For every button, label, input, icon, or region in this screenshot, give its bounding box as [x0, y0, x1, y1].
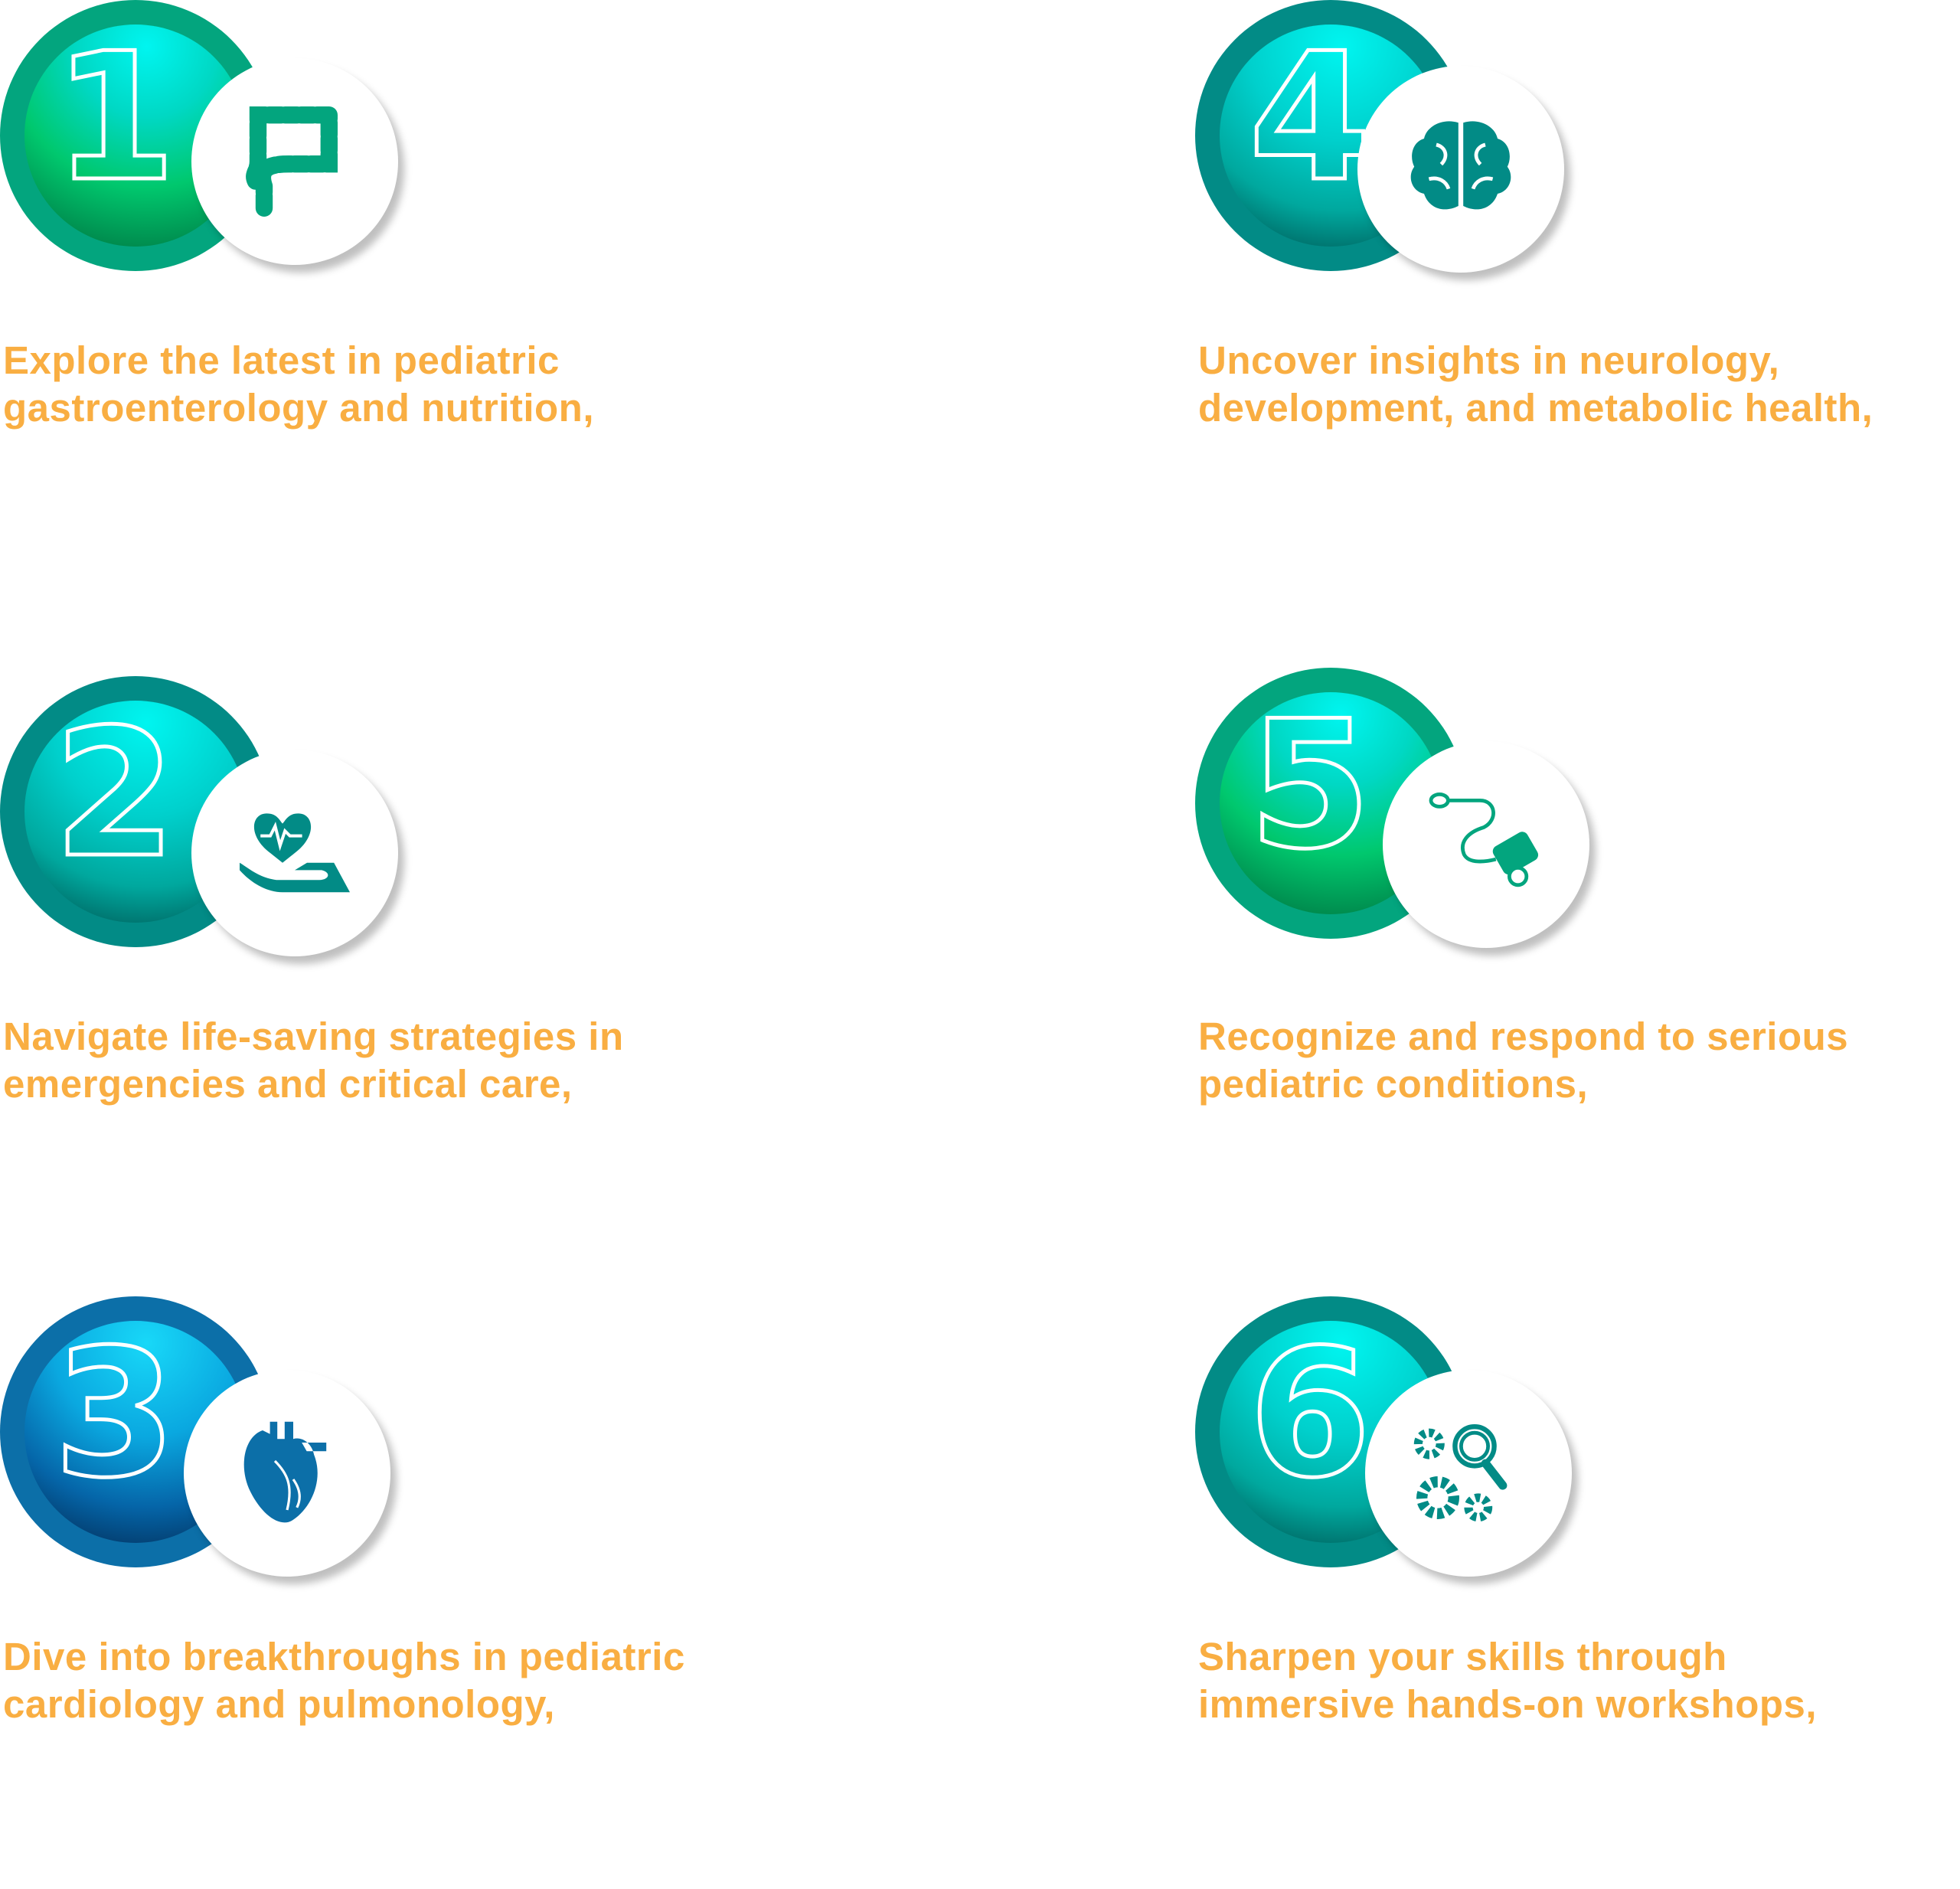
badge-number: 5	[1246, 684, 1373, 888]
icon-disc	[184, 1370, 390, 1577]
topic-card-2: 2 Navigate life-saving strategies in eme…	[0, 676, 766, 1166]
icon-disc	[1357, 66, 1564, 273]
heart-organ-icon	[243, 1421, 327, 1523]
badge-number: 1	[51, 16, 178, 221]
topic-card-5: 5 Recognize and respond to serious pedia…	[1195, 668, 1960, 1158]
topic-card-1: 1 Explore the latest in pediatric gastro…	[0, 0, 766, 490]
icon-disc	[191, 58, 398, 265]
colon-icon	[246, 106, 338, 217]
number-badge: 3	[0, 1296, 271, 1567]
topic-text: Recognize and respond to serious pediatr…	[1198, 1015, 1849, 1106]
topic-text: Uncover insights in neurology, developme…	[1198, 338, 1873, 430]
topic-text: Explore the latest in pediatric gastroen…	[3, 338, 595, 430]
topic-card-6: 6 Sharpen your skills through immersive …	[1195, 1296, 1960, 1786]
topic-text: Navigate life-saving strategies in emerg…	[3, 1015, 624, 1106]
badge-number: 6	[1246, 1312, 1373, 1517]
gears-magnifier-icon	[1413, 1424, 1508, 1522]
topic-card-4: 4 Uncover insights in neurology, develop…	[1195, 0, 1960, 490]
badge-number: 2	[51, 692, 178, 897]
icon-disc	[1383, 741, 1589, 948]
badge-number: 3	[51, 1312, 178, 1517]
badge-number: 4	[1246, 16, 1373, 221]
number-badge: 2	[0, 676, 271, 947]
icon-disc	[1365, 1370, 1572, 1577]
brain-icon	[1410, 121, 1511, 210]
icon-disc	[191, 750, 398, 956]
blood-pressure-monitor-icon	[1429, 793, 1539, 887]
topic-text: Dive into breakthroughs in pediatric car…	[3, 1635, 685, 1726]
topic-text: Sharpen your skills through immersive ha…	[1198, 1635, 1818, 1726]
heart-in-hand-icon	[240, 813, 350, 893]
topic-card-3: 3 Dive into breakthroughs in pediatric c…	[0, 1296, 766, 1786]
